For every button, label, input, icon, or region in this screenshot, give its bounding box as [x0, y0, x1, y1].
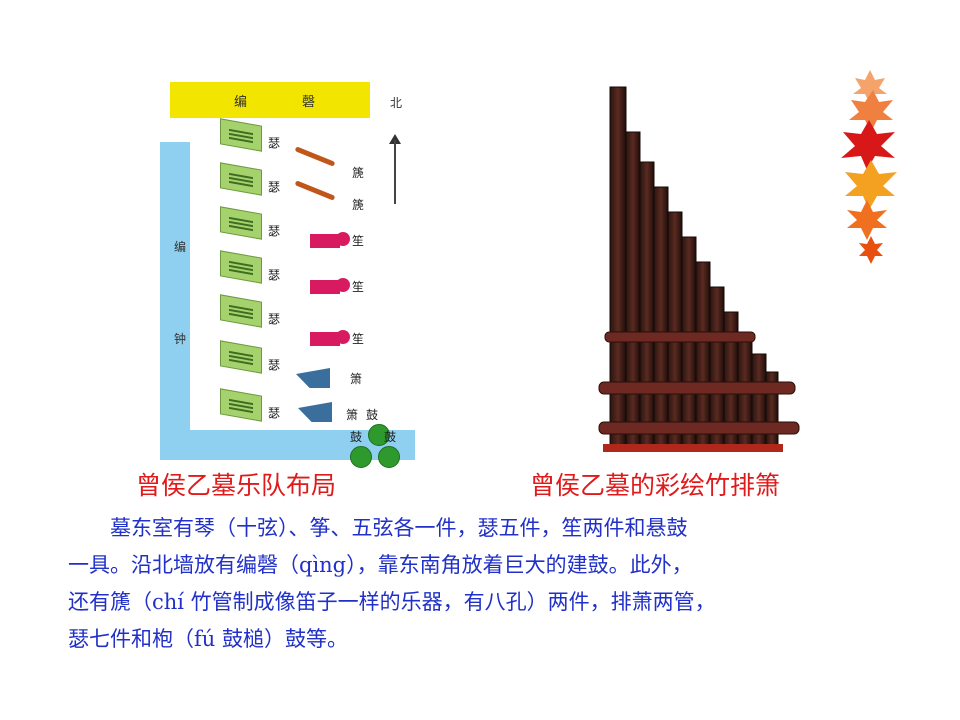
- xiao-label: 箫: [350, 372, 363, 386]
- se-label: 瑟: [268, 358, 281, 372]
- band-layout-diagram: 编 磬 编 钟 北 瑟 瑟 瑟 瑟 瑟 瑟 瑟 篪 篪 笙 笙 笙 箫 箫 鼓 …: [150, 70, 430, 470]
- north-label: 北: [390, 96, 403, 110]
- bianqing-label-2: 磬: [302, 95, 316, 110]
- bianzhong-label-1: 编: [174, 240, 187, 254]
- xiao-instrument: [296, 368, 330, 388]
- se-instrument: [220, 294, 262, 328]
- bianzhong-bar: 编 钟: [160, 142, 190, 460]
- north-arrow-head: [389, 134, 401, 144]
- sheng-label: 笙: [352, 332, 365, 346]
- chi-instrument: [294, 180, 336, 201]
- caption-band-layout: 曾侯乙墓乐队布局: [136, 471, 337, 500]
- gu-drum: [378, 446, 400, 468]
- painted-paixiao-image: [598, 86, 800, 452]
- se-label: 瑟: [268, 268, 281, 282]
- se-label: 瑟: [268, 136, 281, 150]
- paragraph-line: 还有篪（chí 竹管制成像笛子一样的乐器，有八孔）两件，排萧两管，: [68, 590, 716, 614]
- description-paragraph: 墓东室有琴（十弦）、筝、五弦各一件，瑟五件，笙两件和悬鼓 一具。沿北墙放有编磬（…: [68, 510, 898, 658]
- gu-drum: [368, 424, 390, 446]
- se-label: 瑟: [268, 406, 281, 420]
- se-label: 瑟: [268, 312, 281, 326]
- se-instrument: [220, 206, 262, 240]
- xiao-label: 箫: [346, 408, 359, 422]
- caption-paixiao: 曾侯乙墓的彩绘竹排箫: [530, 471, 781, 500]
- sheng-label: 笙: [352, 234, 365, 248]
- se-instrument: [220, 250, 262, 284]
- gu-label: 鼓: [366, 408, 379, 422]
- bianzhong-label-2: 钟: [174, 332, 187, 346]
- gu-label: 鼓: [384, 430, 397, 444]
- autumn-leaves-decoration: [841, 70, 897, 264]
- paragraph-line: 瑟七件和枹（fú 鼓槌）鼓等。: [68, 627, 348, 651]
- north-arrow-line: [394, 140, 396, 204]
- north-arrow: 北: [388, 94, 412, 204]
- paragraph-line: 一具。沿北墙放有编磬（qìng），靠东南角放着巨大的建鼓。此外，: [68, 553, 693, 577]
- se-label: 瑟: [268, 180, 281, 194]
- sheng-instrument: [310, 330, 350, 346]
- se-instrument: [220, 162, 262, 196]
- se-instrument: [220, 340, 262, 374]
- xiao-instrument: [298, 402, 332, 422]
- se-instrument: [220, 388, 262, 422]
- chi-instrument: [294, 146, 336, 167]
- sheng-instrument: [310, 232, 350, 248]
- se-instrument: [220, 118, 262, 152]
- paragraph-line: 墓东室有琴（十弦）、筝、五弦各一件，瑟五件，笙两件和悬鼓: [110, 516, 688, 540]
- se-label: 瑟: [268, 224, 281, 238]
- sheng-instrument: [310, 278, 350, 294]
- gu-label: 鼓: [350, 430, 363, 444]
- chi-label: 篪: [352, 166, 365, 180]
- bianqing-label-1: 编: [234, 95, 248, 110]
- gu-drum: [350, 446, 372, 468]
- sheng-label: 笙: [352, 280, 365, 294]
- chi-label: 篪: [352, 198, 365, 212]
- bianqing-bar: 编 磬: [170, 82, 370, 118]
